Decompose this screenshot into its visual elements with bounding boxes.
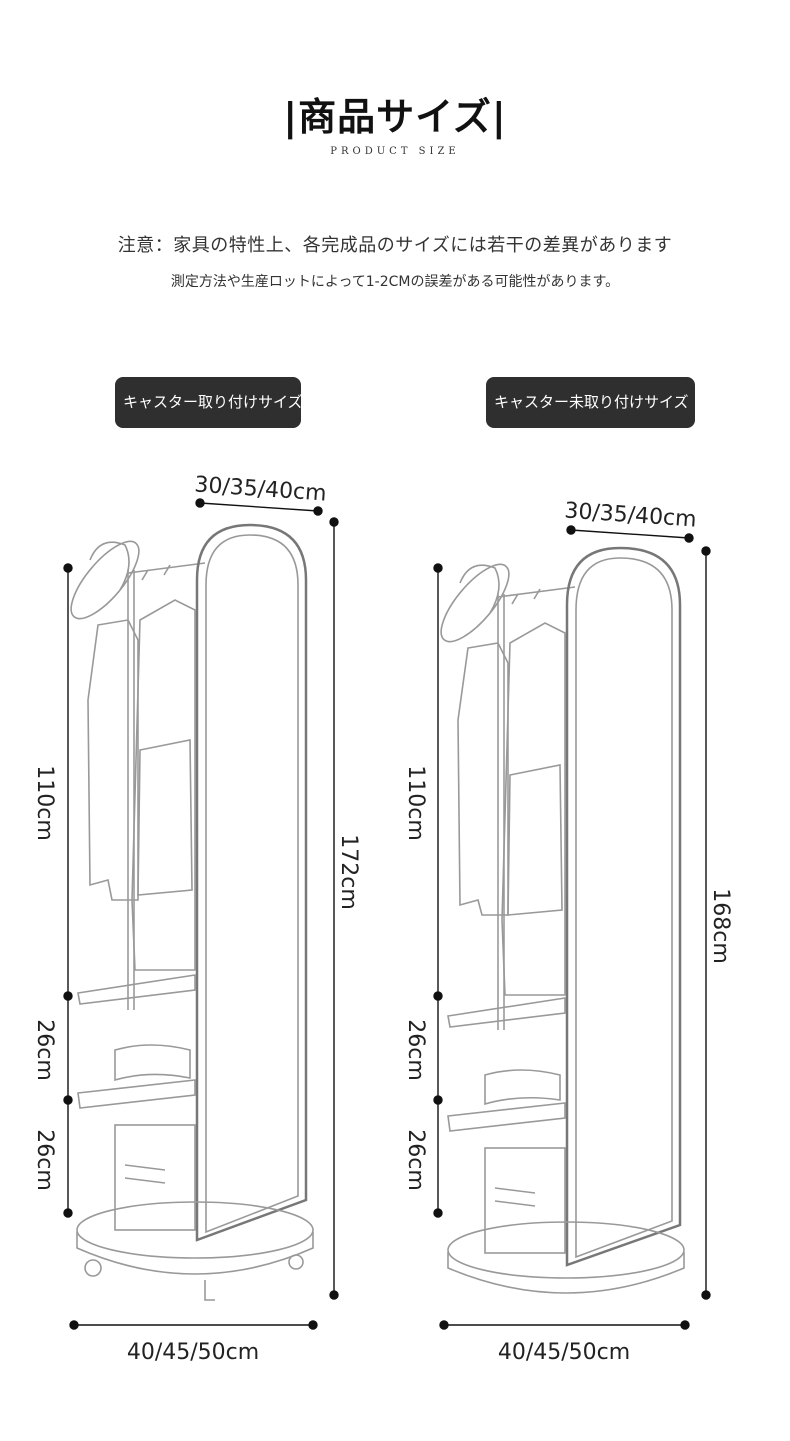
notice-line-1: 注意：家具の特性上、各完成品のサイズには若干の差異があります bbox=[117, 235, 673, 256]
upper-height-label-with-casters: 110cm bbox=[32, 765, 57, 841]
hat-icon bbox=[70, 540, 140, 620]
mirror-panel bbox=[565, 546, 682, 1267]
jacket-icon bbox=[87, 599, 196, 971]
variant-label-with-casters: キャスター取り付けサイズ bbox=[115, 377, 301, 428]
lower-height-label-with-casters: 26cm bbox=[32, 1129, 57, 1191]
dimension-lines-without-casters bbox=[433, 525, 711, 1330]
page-subtitle: PRODUCT SIZE bbox=[330, 146, 460, 157]
hat-icon bbox=[440, 563, 510, 643]
dimension-lines-with-casters bbox=[63, 498, 339, 1330]
product-illustration-with-casters bbox=[70, 523, 314, 1301]
width-label-without-casters: 40/45/50cm bbox=[498, 1340, 630, 1365]
depth-label-with-casters: 30/35/40cm bbox=[194, 472, 328, 506]
product-illustration-without-casters bbox=[440, 546, 685, 1294]
caster-wheel-icon bbox=[84, 1254, 304, 1301]
total-height-label-without-casters: 168cm bbox=[708, 888, 733, 964]
variant-label-without-casters: キャスター未取り付けサイズ bbox=[486, 377, 695, 428]
jacket-icon bbox=[457, 622, 566, 996]
middle-height-label-without-casters: 26cm bbox=[403, 1019, 428, 1081]
width-label-with-casters: 40/45/50cm bbox=[127, 1340, 259, 1365]
depth-label-without-casters: 30/35/40cm bbox=[564, 498, 698, 532]
page-title: |商品サイズ| bbox=[283, 95, 507, 139]
total-height-label-with-casters: 172cm bbox=[336, 834, 361, 910]
mirror-panel bbox=[195, 523, 308, 1242]
storage-box-icon bbox=[484, 1147, 566, 1254]
lower-height-label-without-casters: 26cm bbox=[403, 1129, 428, 1191]
notice-line-2: 測定方法や生産ロットによって1-2CMの誤差がある可能性があります。 bbox=[170, 274, 620, 290]
middle-height-label-with-casters: 26cm bbox=[32, 1019, 57, 1081]
upper-height-label-without-casters: 110cm bbox=[403, 765, 428, 841]
storage-box-icon bbox=[114, 1124, 196, 1231]
